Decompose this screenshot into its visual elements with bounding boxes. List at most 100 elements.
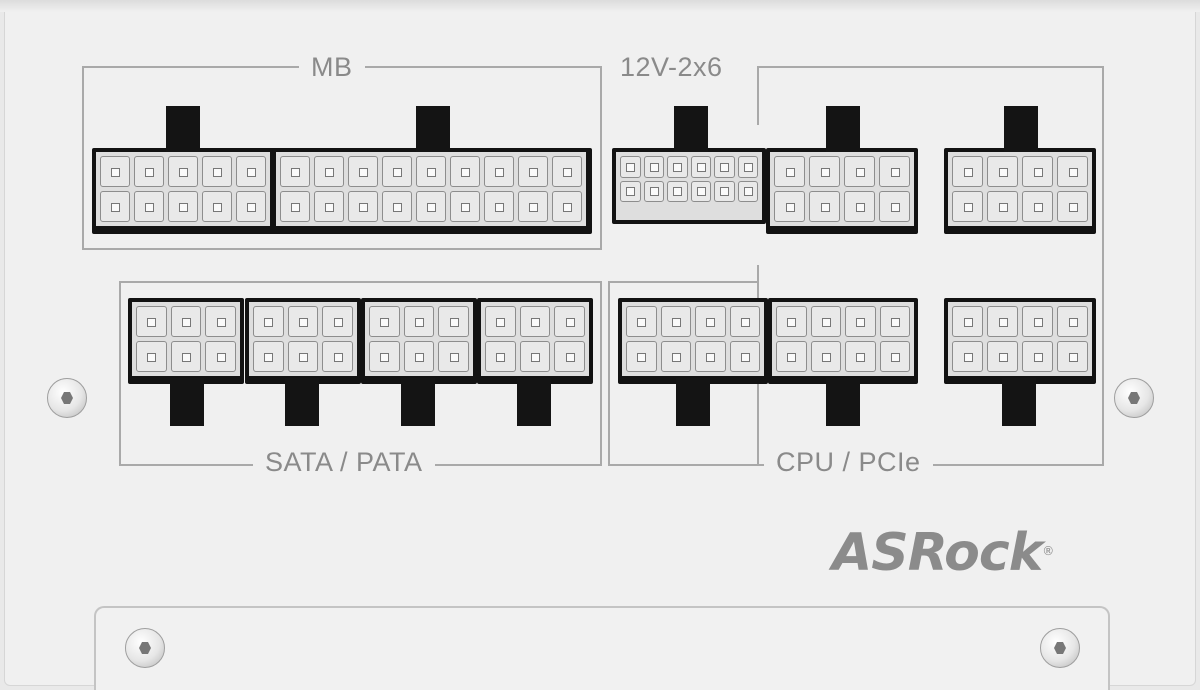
pin [518,191,548,222]
pin [100,156,130,187]
pin [382,156,412,187]
pin [737,156,758,178]
pin [660,306,691,337]
pin [667,180,688,202]
pin [879,191,910,222]
pin [1022,156,1053,187]
pin [280,191,310,222]
hpwr-pins [616,152,762,206]
screw-icon [1040,628,1080,668]
pin [776,306,807,337]
pin [844,156,875,187]
pin [987,191,1018,222]
pin [714,156,735,178]
pin [776,341,807,372]
pin [438,306,469,337]
pin [403,341,435,372]
cpu-connector-top-2[interactable] [944,106,1096,234]
pin [519,306,551,337]
pin [774,191,805,222]
asrock-logo: ASRock® [832,527,1054,579]
hpwr-frame [757,66,1104,466]
logo-text: ASRock [832,523,1043,583]
hpwr-latch [674,106,708,152]
pin [1022,341,1053,372]
pin [667,156,688,178]
pin [809,191,840,222]
screw-icon [125,628,165,668]
pin [382,191,412,222]
pin [620,180,641,202]
pin [416,156,446,187]
mb-24pin-connector[interactable] [92,106,592,234]
pins [249,302,357,376]
pin [690,156,711,178]
pin [205,341,236,372]
pins [772,302,914,376]
hpwr-sense-strip [616,206,762,220]
pin [485,306,516,337]
cpu-frame-top-left [608,281,759,283]
sata-connector-1[interactable] [128,298,244,426]
pin [1057,341,1088,372]
pins [948,302,1092,376]
pin [202,191,232,222]
pin [987,306,1018,337]
pin [554,306,585,337]
latch [826,378,860,426]
pins [365,302,473,376]
pin [202,156,232,187]
sata-label: SATA / PATA [253,447,435,477]
pin [134,156,164,187]
screw-icon [1114,378,1154,418]
pin [714,180,735,202]
sata-connector-4[interactable] [477,298,593,426]
pin [1057,191,1088,222]
pin [519,341,551,372]
latch [826,106,860,152]
cpu-connector-bottom-3[interactable] [944,298,1096,426]
pins [481,302,589,376]
pin [253,341,284,372]
latch [285,378,319,426]
mb-latch-left [166,106,200,152]
pin [236,156,266,187]
cpu-connector-bottom-1[interactable] [618,298,768,426]
sata-connector-3[interactable] [361,298,477,426]
pin [369,306,400,337]
mb-pins-right [276,152,586,226]
pins [622,302,764,376]
mb-pins-left [96,152,270,226]
pin [136,341,167,372]
pin [1057,306,1088,337]
latch [676,378,710,426]
pin [987,156,1018,187]
pin [643,180,664,202]
pin [168,156,198,187]
latch [1004,106,1038,152]
pin [952,191,983,222]
pin [729,341,760,372]
lower-mounting-plate [94,606,1110,690]
pin [403,306,435,337]
cpu-connector-top-1[interactable] [766,106,918,234]
pin [809,156,840,187]
pin [518,156,548,187]
hpwr-connector[interactable] [612,106,766,224]
pin [952,306,983,337]
pin [438,341,469,372]
pin [100,191,130,222]
cpu-connector-bottom-2[interactable] [768,298,918,426]
sata-connector-2[interactable] [245,298,361,426]
pin [845,341,876,372]
latch [401,378,435,426]
pin [879,156,910,187]
pins [132,302,240,376]
pin [484,156,514,187]
pin [1022,306,1053,337]
pin [774,156,805,187]
pin [729,306,760,337]
latch [170,378,204,426]
pin [168,191,198,222]
screw-icon [47,378,87,418]
